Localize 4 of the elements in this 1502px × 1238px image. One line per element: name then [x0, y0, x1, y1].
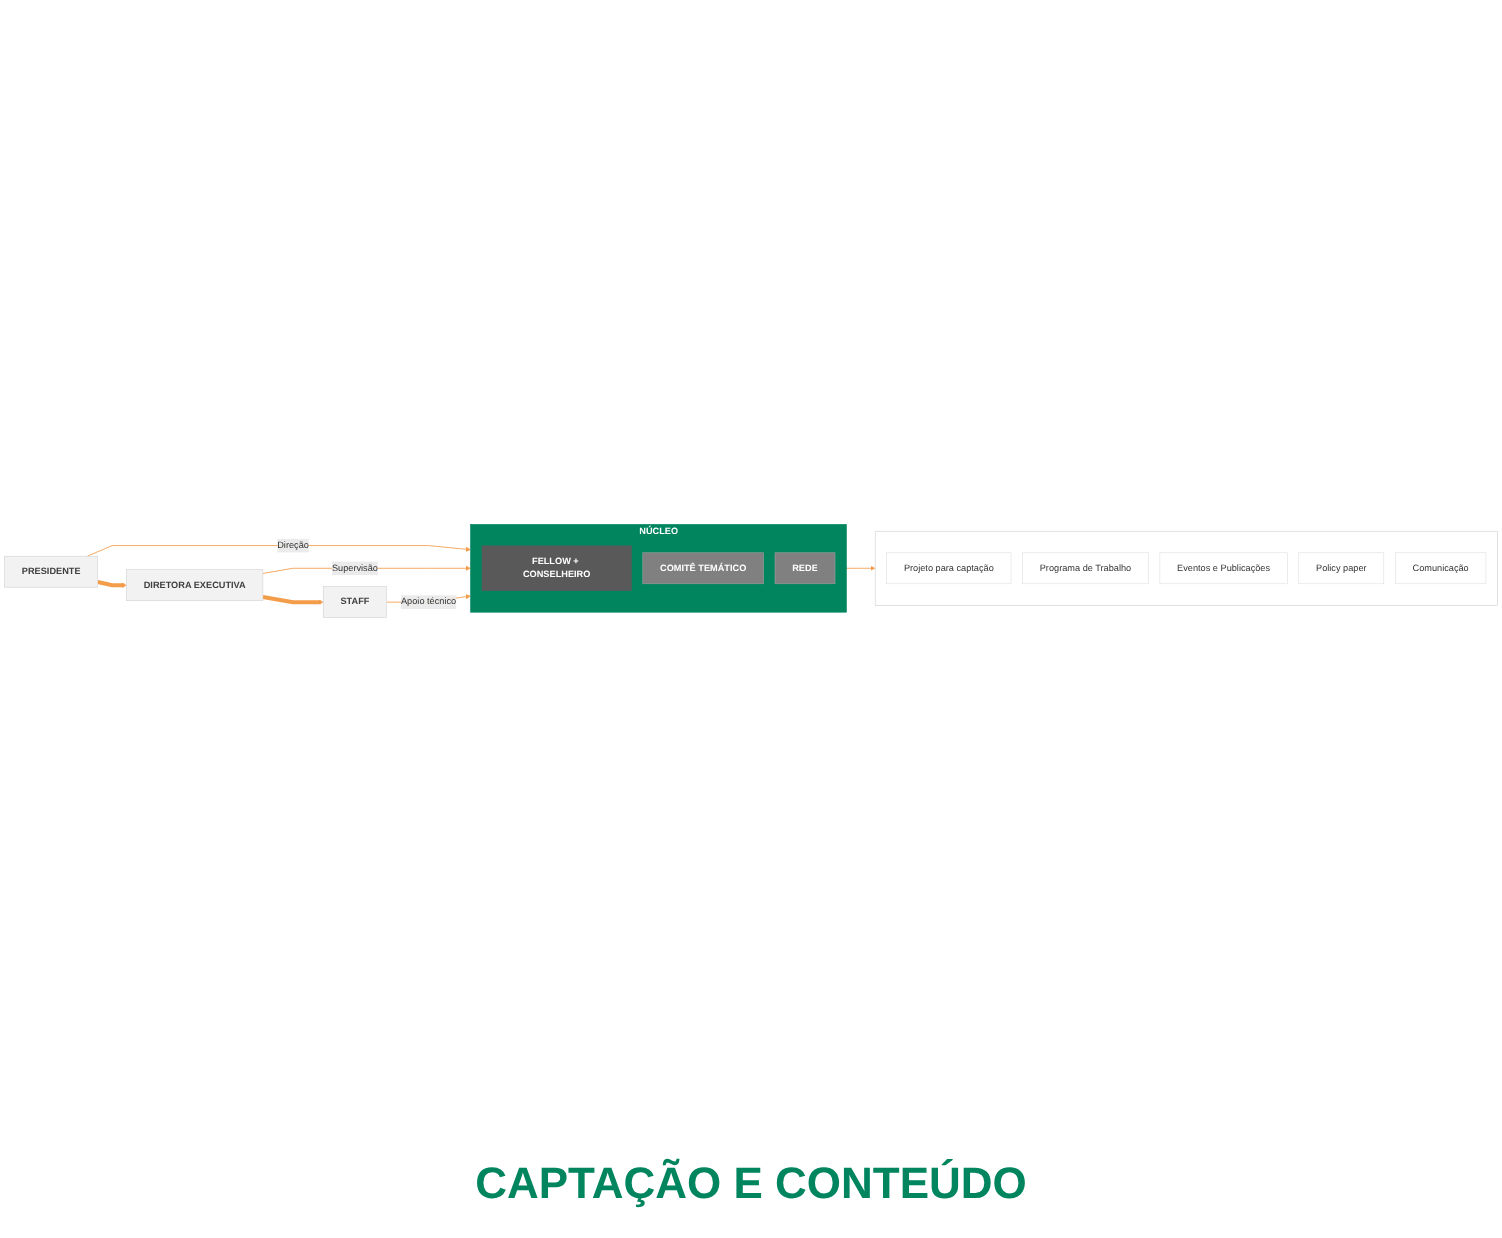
caption: CAPTAÇÃO E CONTEÚDO	[475, 1156, 1027, 1212]
arrow	[262, 594, 324, 605]
cluster	[874, 530, 1498, 606]
arrow	[97, 580, 127, 588]
